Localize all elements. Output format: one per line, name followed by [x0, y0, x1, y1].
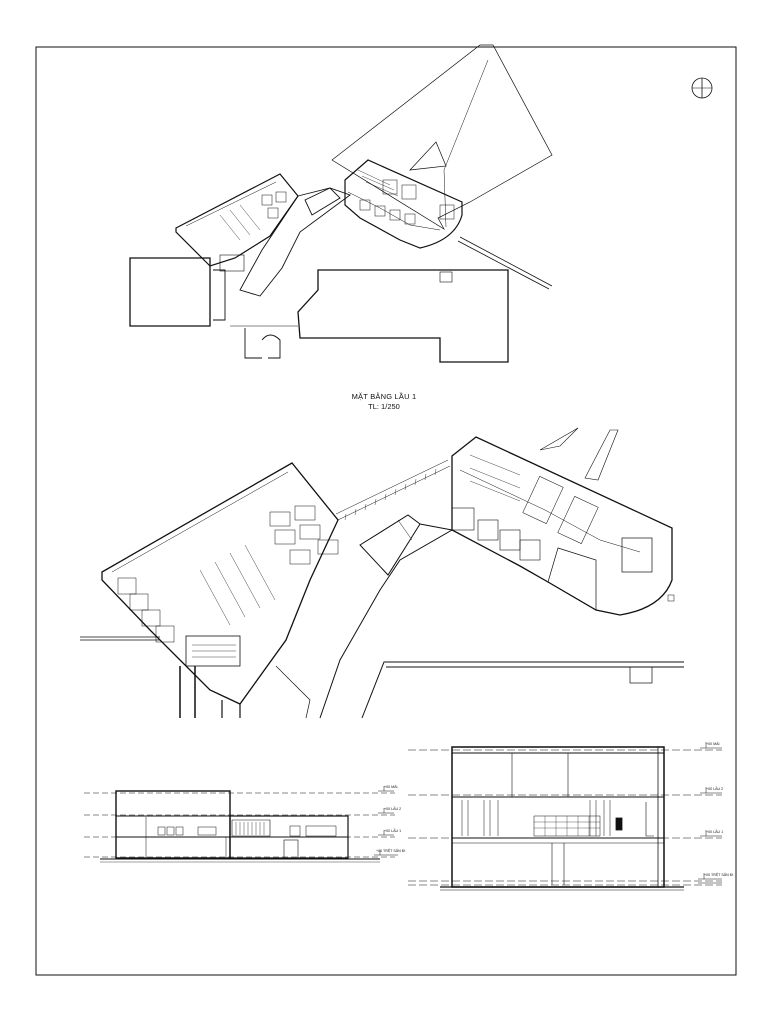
section-left: +00 MÁI +00 LẦU 2 +00 LẦU 1 +00 TRỆT SÂN…	[84, 785, 405, 863]
section-right-level-ground: +00 TRỆT SÂN ĐI	[704, 872, 733, 877]
floor-plan-large	[80, 427, 684, 719]
section-left-level-roof: +00 MÁI	[384, 785, 397, 789]
section-left-level-ground: +00 TRỆT SÂN ĐI	[376, 848, 405, 853]
section-right: +00 MÁI +00 LẦU 2 +00 LẦU 1 +00 TRỆT SÂN…	[408, 742, 733, 891]
plan-title: MẶT BẰNG LẦU 1	[351, 392, 417, 401]
sheet-border	[35, 46, 737, 976]
floor-plan-small	[129, 44, 553, 363]
section-right-level-roof: +00 MÁI	[706, 742, 719, 746]
plan-scale: TL: 1/250	[368, 402, 400, 411]
section-right-level-1: +00 LẦU 1	[706, 830, 723, 834]
section-right-level-2: +00 LẦU 2	[706, 787, 723, 791]
section-left-level-2: +00 LẦU 2	[384, 807, 401, 811]
section-left-level-1: +00 LẦU 1	[384, 829, 401, 833]
north-arrow-icon	[691, 77, 713, 99]
